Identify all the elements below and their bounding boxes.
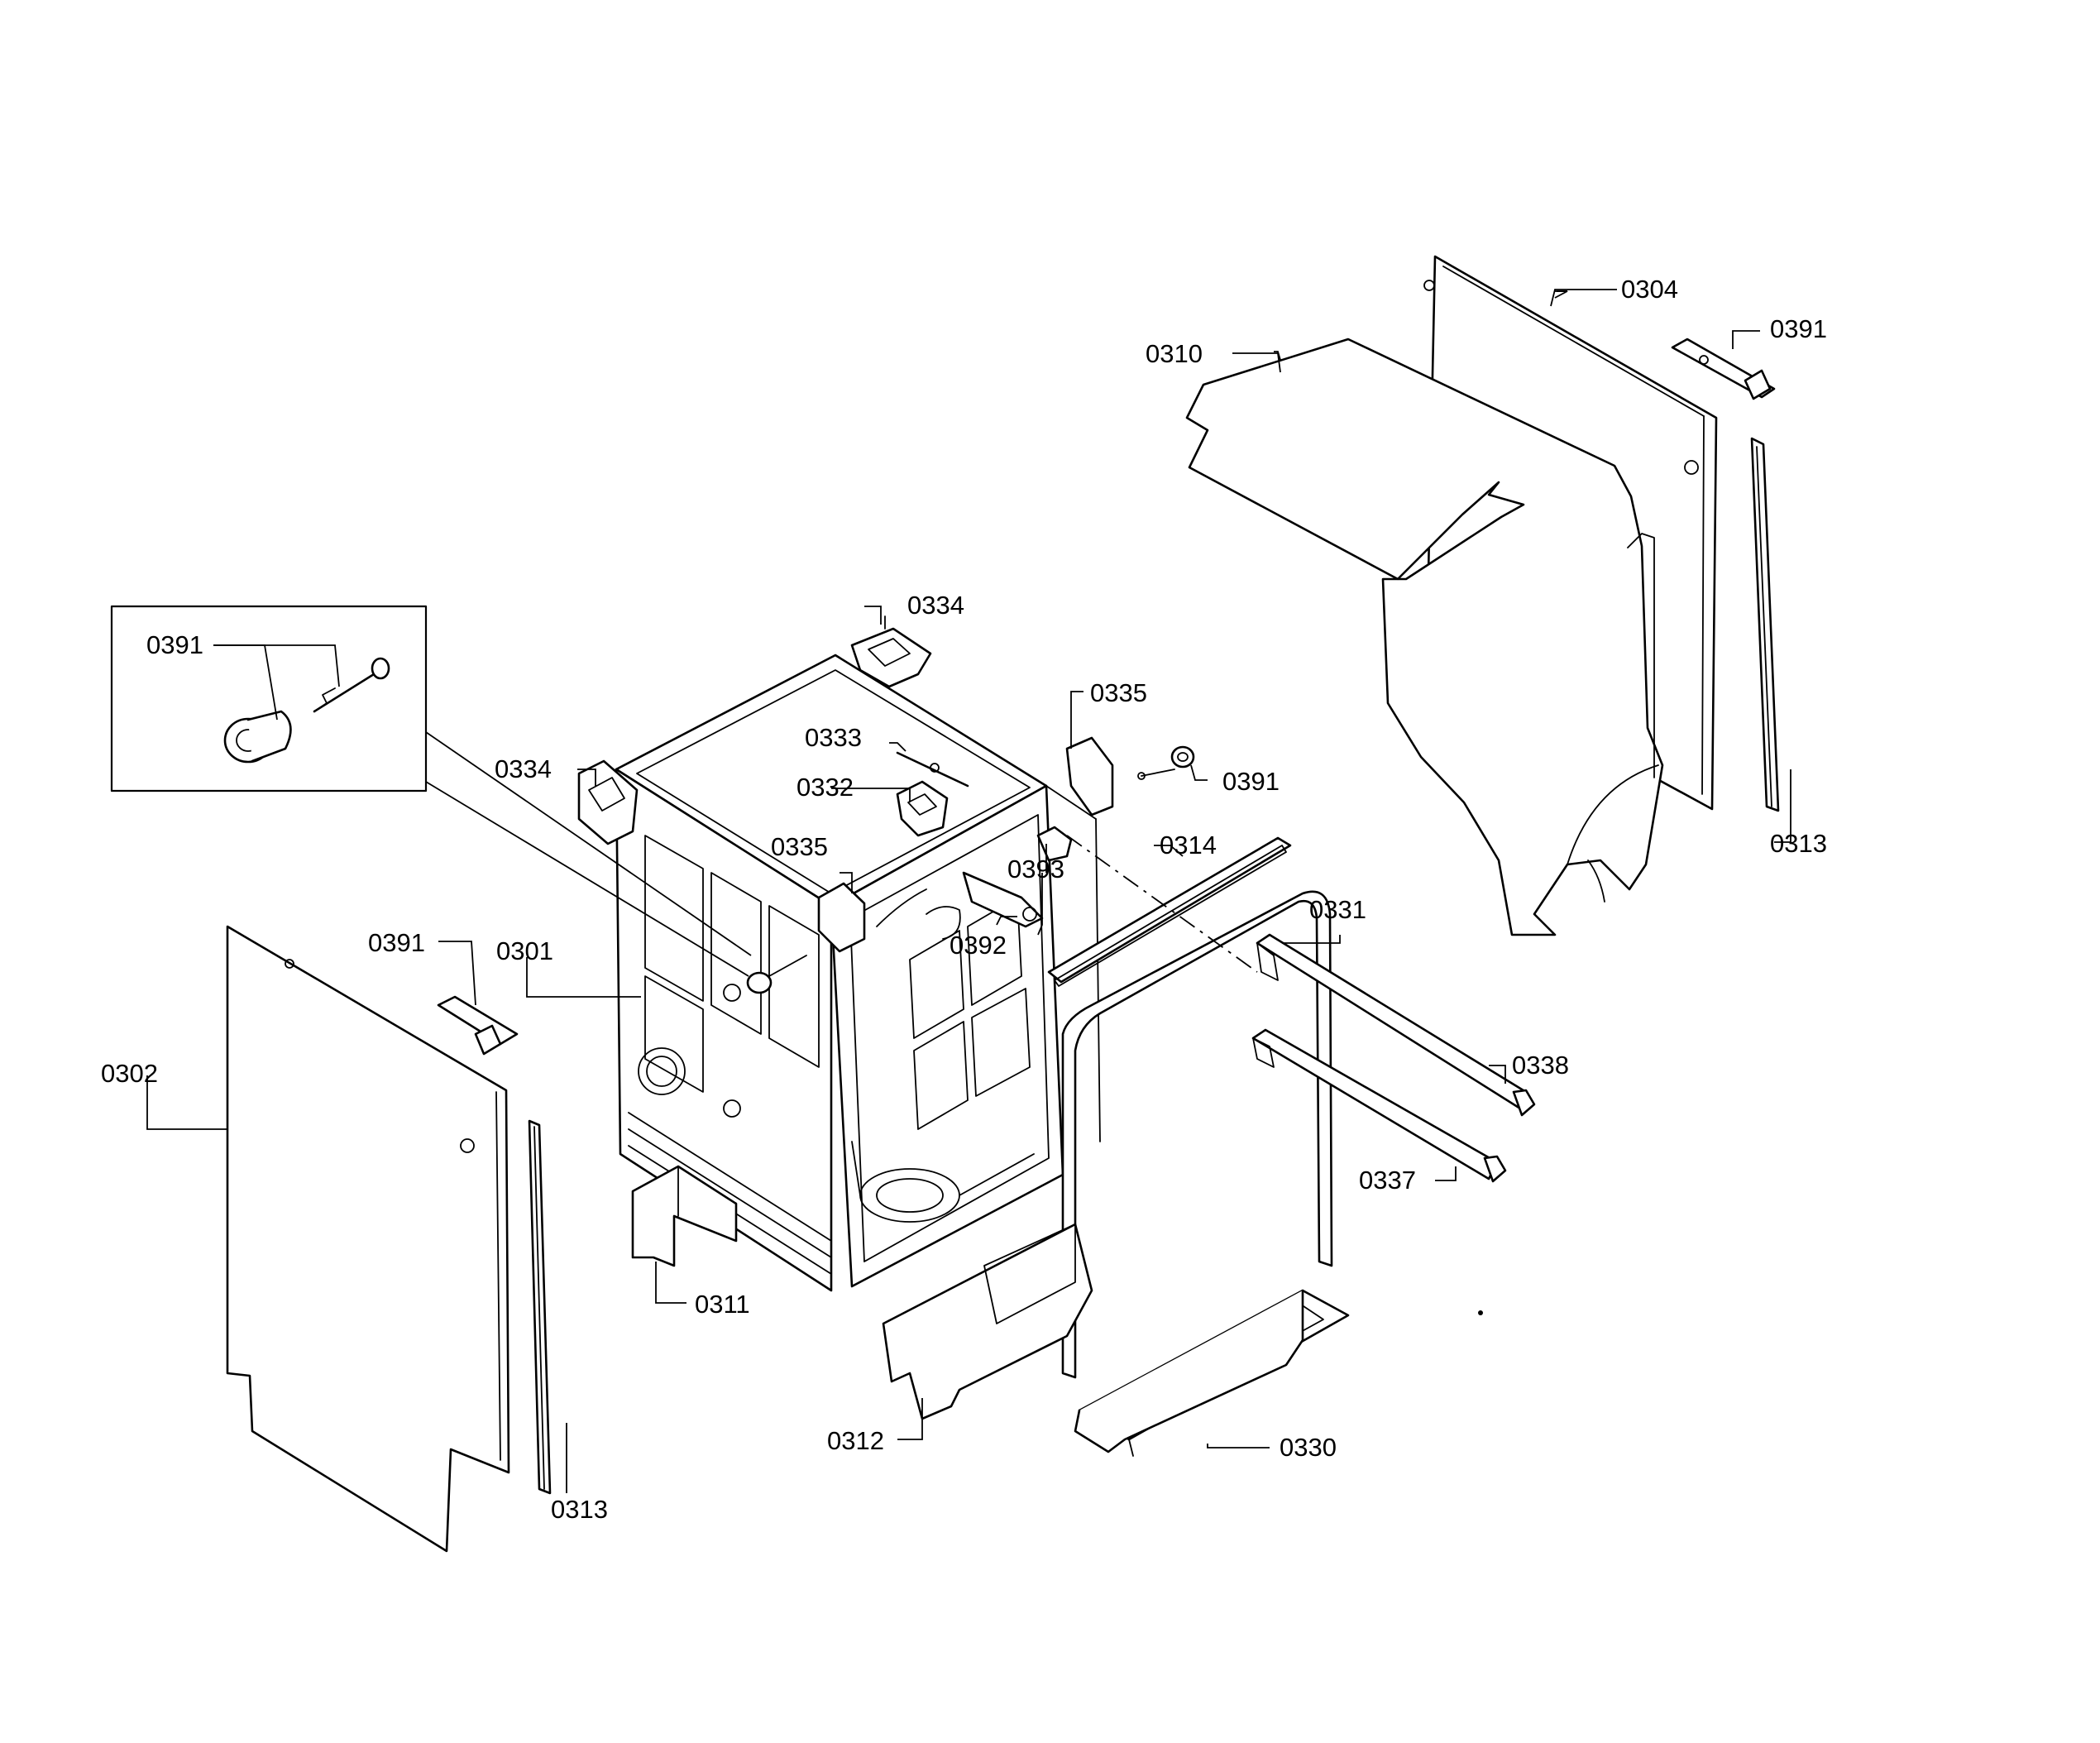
inset-leader-lower xyxy=(425,781,749,977)
callout-0393: 0393 xyxy=(1007,855,1064,883)
callout-0391-left: 0391 xyxy=(368,928,425,957)
callout-0310: 0310 xyxy=(1146,339,1203,368)
part-0334-left-bracket xyxy=(577,759,639,845)
part-0314-strip xyxy=(1047,836,1292,987)
callout-0304: 0304 xyxy=(1621,275,1678,304)
part-0312-insulation xyxy=(882,1223,1093,1420)
inset-detail-box xyxy=(110,605,428,792)
callout-0330: 0330 xyxy=(1280,1433,1337,1462)
part-0330-base-tray xyxy=(1074,1289,1350,1457)
part-0338-rail xyxy=(1256,933,1536,1117)
callout-0391-center: 0391 xyxy=(1222,767,1280,796)
part-0313-strip-right xyxy=(1750,437,1780,812)
callout-0312: 0312 xyxy=(827,1426,884,1455)
part-0335-left-bracket xyxy=(817,882,866,953)
callout-0302: 0302 xyxy=(101,1059,158,1088)
part-0391-bracket-top xyxy=(1671,338,1776,400)
callout-0313-left: 0313 xyxy=(551,1495,608,1524)
callout-0311: 0311 xyxy=(695,1290,750,1319)
callout-0338: 0338 xyxy=(1512,1051,1569,1080)
callout-0391-inset: 0391 xyxy=(146,630,203,659)
part-0311-insulation xyxy=(631,1165,738,1267)
callout-0313-right: 0313 xyxy=(1770,829,1827,858)
callout-0392: 0392 xyxy=(950,931,1007,960)
part-0313-strip-left xyxy=(528,1119,552,1495)
part-0310-insulation-mat xyxy=(1185,338,1664,936)
callout-0335-right: 0335 xyxy=(1090,678,1147,707)
part-0333-rod xyxy=(896,751,969,788)
callout-0391-top-right: 0391 xyxy=(1770,314,1827,343)
stray-dot xyxy=(1478,1310,1483,1315)
alignment-line xyxy=(1066,835,1258,973)
part-0391-bracket-left xyxy=(437,995,519,1056)
part-0391-tub-screw xyxy=(746,955,807,994)
callout-0337: 0337 xyxy=(1359,1166,1416,1195)
leader-lines xyxy=(146,289,1791,1493)
callout-0332: 0332 xyxy=(796,773,854,802)
part-0334-top-bracket xyxy=(850,615,932,688)
callout-0331: 0331 xyxy=(1309,895,1366,924)
callout-0333: 0333 xyxy=(805,723,862,752)
callout-0301: 0301 xyxy=(496,936,553,965)
callout-0335-left: 0335 xyxy=(771,832,828,861)
part-0392-hinge xyxy=(962,871,1044,928)
callout-0334-top: 0334 xyxy=(907,591,964,620)
part-0391-screw-nut xyxy=(1137,745,1195,780)
part-0335-right-bracket xyxy=(1065,736,1114,816)
callout-0314: 0314 xyxy=(1160,831,1217,860)
callout-0334-left: 0334 xyxy=(495,754,552,783)
inset-leader-upper xyxy=(425,731,752,956)
part-0302-side-panel xyxy=(226,925,510,1553)
part-0331-seal-frame xyxy=(1061,890,1333,1379)
part-0337-rail xyxy=(1251,1028,1507,1183)
